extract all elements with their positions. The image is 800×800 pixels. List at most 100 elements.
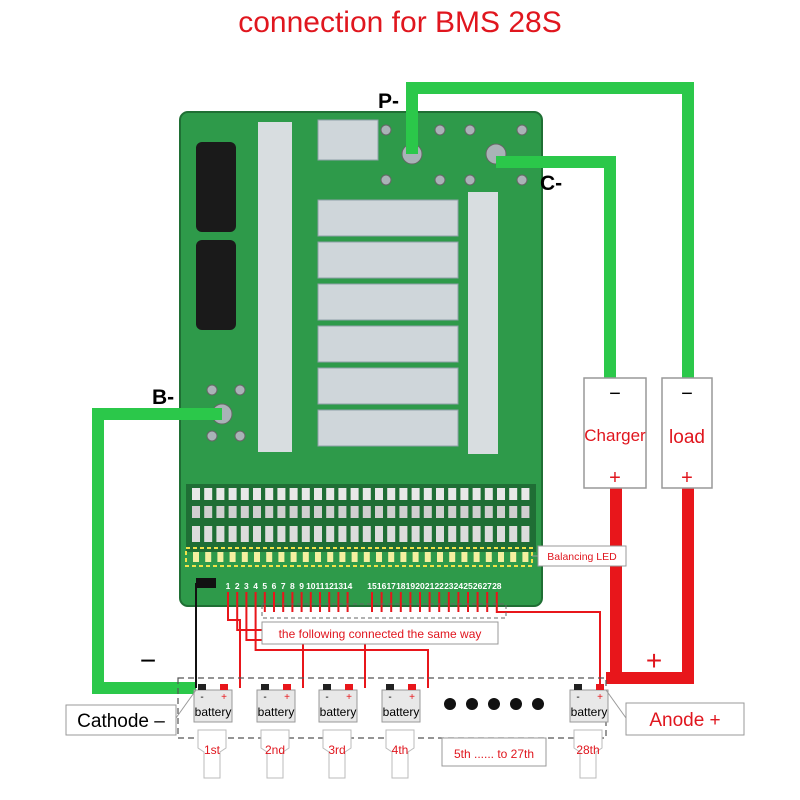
- resistor: [399, 488, 408, 500]
- resistor: [423, 526, 432, 542]
- resistor: [375, 526, 383, 542]
- resistor: [253, 488, 261, 500]
- pin-number: 23: [444, 581, 454, 591]
- resistor: [228, 526, 237, 542]
- charger-neg: −: [609, 383, 621, 405]
- resistor: [460, 506, 469, 518]
- resistor: [265, 488, 274, 500]
- plus-symbol: +: [646, 645, 662, 676]
- battery-label: battery: [320, 705, 357, 719]
- resistor: [509, 506, 518, 518]
- pin-number: 8: [290, 581, 295, 591]
- resistor: [472, 488, 481, 500]
- pin-number: 22: [434, 581, 444, 591]
- load-box: − load +: [661, 377, 713, 489]
- balancing-led: [266, 552, 273, 562]
- resistor: [436, 506, 444, 518]
- pin-number: 2: [235, 581, 240, 591]
- resistor: [301, 526, 310, 542]
- balancing-led: [193, 552, 199, 562]
- battery-pos: +: [597, 692, 603, 703]
- battery-pos: +: [346, 692, 352, 703]
- resistor: [350, 488, 359, 500]
- balancing-led: [217, 552, 224, 562]
- resistor: [240, 526, 249, 542]
- balancing-led: [376, 552, 382, 562]
- balancing-led: [315, 552, 321, 562]
- resistor: [314, 526, 322, 542]
- resistor: [240, 506, 249, 518]
- balancing-led: [363, 552, 370, 562]
- balancing-led: [388, 552, 395, 562]
- resistor: [472, 506, 481, 518]
- resistor: [448, 488, 457, 500]
- resistor: [436, 488, 444, 500]
- resistor: [216, 488, 225, 500]
- wire-b-minus-cathode: [92, 408, 222, 694]
- pin-number: 13: [334, 581, 344, 591]
- resistor: [375, 488, 383, 500]
- resistor: [192, 526, 200, 542]
- resistor: [362, 506, 371, 518]
- resistor: [253, 506, 261, 518]
- battery-pos: +: [409, 692, 415, 703]
- sense-wire: [227, 592, 241, 688]
- order-tab: [197, 729, 227, 779]
- balancing-led: [424, 552, 431, 562]
- resistor: [338, 526, 347, 542]
- pin-number: 17: [386, 581, 396, 591]
- pin-number: 14: [343, 581, 353, 591]
- battery-label: battery: [571, 705, 608, 719]
- resistor: [192, 488, 200, 500]
- connection-note: the following connected the same way: [279, 627, 482, 641]
- sense-wire-0: [195, 583, 212, 688]
- order-tab: [385, 729, 415, 779]
- pin-number: 16: [377, 581, 387, 591]
- resistor: [411, 488, 420, 500]
- bms-board: [179, 111, 543, 607]
- resistor: [277, 506, 286, 518]
- resistor: [192, 506, 200, 518]
- resistor: [362, 488, 371, 500]
- resistor: [301, 488, 310, 500]
- resistor: [460, 488, 469, 500]
- resistor: [326, 488, 335, 500]
- resistor: [326, 506, 335, 518]
- battery-pos: +: [284, 692, 290, 703]
- battery-cell: -+battery: [193, 684, 233, 723]
- battery-neg: -: [576, 692, 579, 703]
- pin-number: 24: [454, 581, 464, 591]
- load-label: load: [669, 427, 705, 448]
- battery-label: battery: [258, 705, 295, 719]
- pin-number: 19: [406, 581, 416, 591]
- balancing-led: [498, 552, 504, 562]
- pin-number: 20: [415, 581, 425, 591]
- range-label: 5th ...... to 27th: [454, 747, 534, 761]
- resistor: [277, 488, 286, 500]
- resistor: [253, 526, 261, 542]
- anode-label: Anode +: [649, 710, 720, 731]
- p-minus-label: P-: [378, 90, 399, 113]
- order-tab: [322, 729, 352, 779]
- charger-label: Charger: [584, 426, 646, 445]
- balancing-led: [290, 552, 297, 562]
- balancing-led: [522, 552, 529, 562]
- balancing-led: [278, 552, 285, 562]
- balancing-led: [473, 552, 480, 562]
- pin-number: 28: [492, 581, 502, 591]
- battery-order: 28th: [576, 743, 599, 757]
- resistor: [497, 488, 505, 500]
- resistor: [399, 526, 408, 542]
- resistor: [497, 506, 505, 518]
- resistor: [387, 526, 396, 542]
- battery-label: battery: [383, 705, 420, 719]
- resistor: [204, 488, 213, 500]
- pin-number: 26: [473, 581, 483, 591]
- battery-cell: -+battery: [256, 684, 296, 723]
- resistor: [277, 526, 286, 542]
- resistor: [314, 506, 322, 518]
- resistor-array: [192, 488, 530, 562]
- resistor: [228, 488, 237, 500]
- pin-number: 21: [425, 581, 435, 591]
